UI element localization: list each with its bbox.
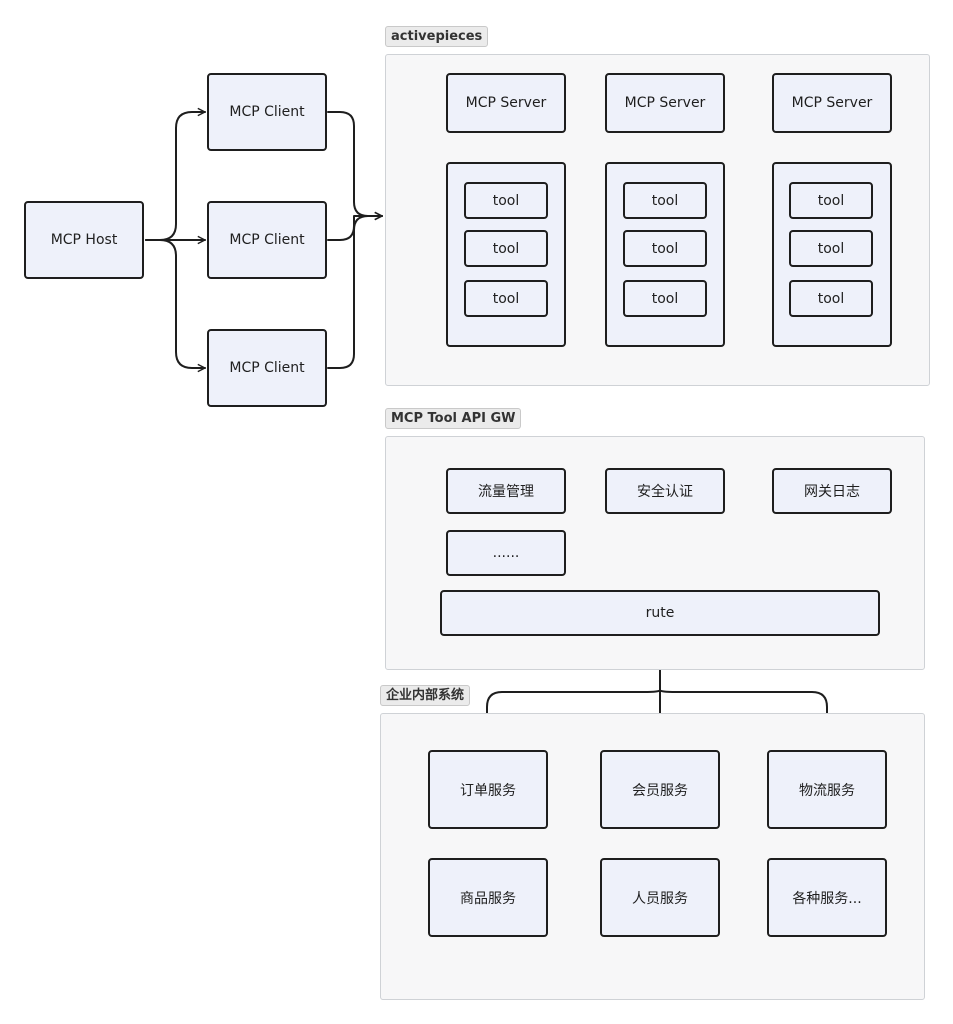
edge-host-client-1 <box>145 112 206 241</box>
tool-3-3: tool <box>789 280 873 317</box>
feature-gateway-logs: 网关日志 <box>772 468 892 514</box>
edge-client-3-servers <box>327 216 383 369</box>
activepieces-title: activepieces <box>385 26 489 47</box>
edge-client-1-servers <box>327 111 383 216</box>
tool-1-1: tool <box>464 182 548 219</box>
tool-2-3: tool <box>623 280 707 317</box>
service-various: 各种服务... <box>767 858 887 937</box>
edge-route-logistics <box>659 689 827 747</box>
tool-2-1: tool <box>623 182 707 219</box>
route-node: rute <box>440 590 880 636</box>
tool-2-2: tool <box>623 230 707 267</box>
mcp-client-3: MCP Client <box>207 329 327 407</box>
service-logistics: 物流服务 <box>767 750 887 829</box>
mcp-server-1: MCP Server <box>446 73 566 133</box>
mcp-server-2: MCP Server <box>605 73 725 133</box>
feature-security-auth: 安全认证 <box>605 468 725 514</box>
service-product: 商品服务 <box>428 858 548 937</box>
tool-3-2: tool <box>789 230 873 267</box>
mcp-client-2: MCP Client <box>207 201 327 279</box>
mcp-client-1: MCP Client <box>207 73 327 151</box>
tool-1-3: tool <box>464 280 548 317</box>
service-order: 订单服务 <box>428 750 548 829</box>
mcp-host: MCP Host <box>24 201 144 279</box>
tool-1-2: tool <box>464 230 548 267</box>
service-personnel: 人员服务 <box>600 858 720 937</box>
gateway-title: MCP Tool API GW <box>385 408 522 429</box>
feature-traffic-management: 流量管理 <box>446 468 566 514</box>
enterprise-title: 企业内部系统 <box>380 685 471 706</box>
mcp-server-3: MCP Server <box>772 73 892 133</box>
edge-host-client-3 <box>145 239 206 368</box>
edge-route-order <box>487 689 661 747</box>
tool-3-1: tool <box>789 182 873 219</box>
service-member: 会员服务 <box>600 750 720 829</box>
feature-more: ...... <box>446 530 566 576</box>
